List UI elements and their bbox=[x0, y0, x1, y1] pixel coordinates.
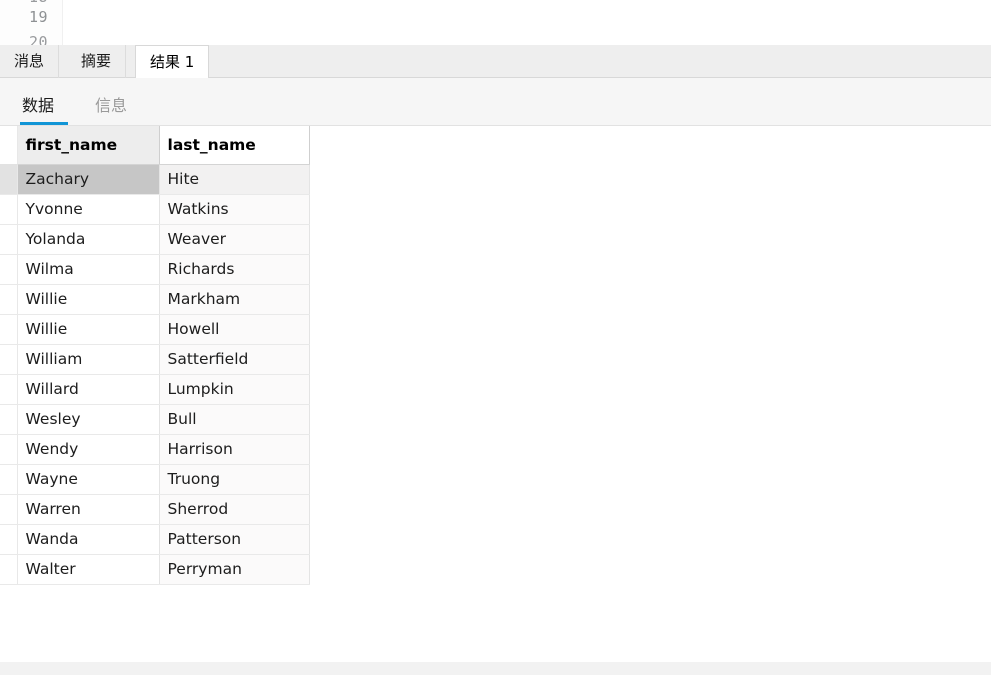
column-header-first-name[interactable]: first_name bbox=[17, 126, 160, 165]
result-tab-bar: 消息 摘要 结果 1 bbox=[0, 45, 991, 79]
cell-last-name[interactable]: Bull bbox=[159, 404, 310, 435]
cell-last-name[interactable]: Richards bbox=[159, 254, 310, 285]
row-header-cell[interactable] bbox=[0, 464, 18, 495]
subtab-data[interactable]: 数据 bbox=[22, 96, 55, 115]
subtab-information[interactable]: 信息 bbox=[95, 96, 128, 115]
cell-first-name[interactable]: Wesley bbox=[17, 404, 160, 435]
row-header-cell[interactable] bbox=[0, 194, 18, 225]
cell-first-name[interactable]: Willie bbox=[17, 284, 160, 315]
cell-last-name[interactable]: Watkins bbox=[159, 194, 310, 225]
row-header-cell[interactable] bbox=[0, 494, 18, 525]
cell-last-name[interactable]: Truong bbox=[159, 464, 310, 495]
cell-first-name[interactable]: Warren bbox=[17, 494, 160, 525]
row-header-cell[interactable] bbox=[0, 224, 18, 255]
cell-last-name[interactable]: Howell bbox=[159, 314, 310, 345]
row-header-cell[interactable] bbox=[0, 344, 18, 375]
cell-first-name[interactable]: Willard bbox=[17, 374, 160, 405]
tab-result-1[interactable]: 结果 1 bbox=[135, 45, 210, 79]
row-header-cell[interactable] bbox=[0, 554, 18, 585]
cell-last-name[interactable]: Patterson bbox=[159, 524, 310, 555]
tab-messages[interactable]: 消息 bbox=[0, 45, 60, 78]
cell-last-name[interactable]: Harrison bbox=[159, 434, 310, 465]
row-header-cell[interactable] bbox=[0, 284, 18, 315]
row-header-cell[interactable] bbox=[0, 374, 18, 405]
cell-first-name[interactable]: Yolanda bbox=[17, 224, 160, 255]
result-sub-tab-bar: 数据 信息 bbox=[0, 78, 991, 126]
cell-first-name[interactable]: Wilma bbox=[17, 254, 160, 285]
row-header-cell[interactable] bbox=[0, 254, 18, 285]
editor-line-number-gutter: 18 19 20 bbox=[0, 0, 63, 45]
tab-summary[interactable]: 摘要 bbox=[67, 45, 127, 78]
cell-first-name[interactable]: William bbox=[17, 344, 160, 375]
cell-last-name[interactable]: Hite bbox=[159, 164, 310, 195]
line-number-next: 20 bbox=[28, 33, 48, 45]
cell-first-name[interactable]: Wayne bbox=[17, 464, 160, 495]
cell-last-name[interactable]: Satterfield bbox=[159, 344, 310, 375]
cell-last-name[interactable]: Sherrod bbox=[159, 494, 310, 525]
row-header-cell[interactable] bbox=[0, 314, 18, 345]
cell-first-name[interactable]: Walter bbox=[17, 554, 160, 585]
row-header-corner[interactable] bbox=[0, 126, 18, 165]
line-number-previous: 18 bbox=[8, 0, 48, 6]
cell-first-name[interactable]: Wanda bbox=[17, 524, 160, 555]
cell-first-name[interactable]: Yvonne bbox=[17, 194, 160, 225]
cell-first-name[interactable]: Zachary bbox=[17, 164, 160, 195]
grid-bottom-strip bbox=[0, 662, 991, 675]
row-header-cell[interactable] bbox=[0, 404, 18, 435]
sql-editor[interactable]: 18 19 20 select first_name,last_name FRO… bbox=[0, 0, 991, 45]
line-number-current: 19 bbox=[28, 8, 48, 26]
cell-first-name[interactable]: Willie bbox=[17, 314, 160, 345]
result-table-head: first_name last_name bbox=[0, 126, 310, 165]
cell-first-name[interactable]: Wendy bbox=[17, 434, 160, 465]
row-header-cell[interactable] bbox=[0, 524, 18, 555]
cell-last-name[interactable]: Lumpkin bbox=[159, 374, 310, 405]
cell-last-name[interactable]: Perryman bbox=[159, 554, 310, 585]
table-header-row: first_name last_name bbox=[0, 126, 310, 165]
sql-code-line[interactable]: select first_name,last_name FROM custome… bbox=[62, 0, 782, 45]
row-header-cell[interactable] bbox=[0, 434, 18, 465]
row-header-cell[interactable] bbox=[0, 164, 18, 195]
cell-last-name[interactable]: Markham bbox=[159, 284, 310, 315]
cell-last-name[interactable]: Weaver bbox=[159, 224, 310, 255]
column-header-last-name[interactable]: last_name bbox=[159, 126, 310, 165]
subtab-active-underline bbox=[20, 122, 68, 125]
